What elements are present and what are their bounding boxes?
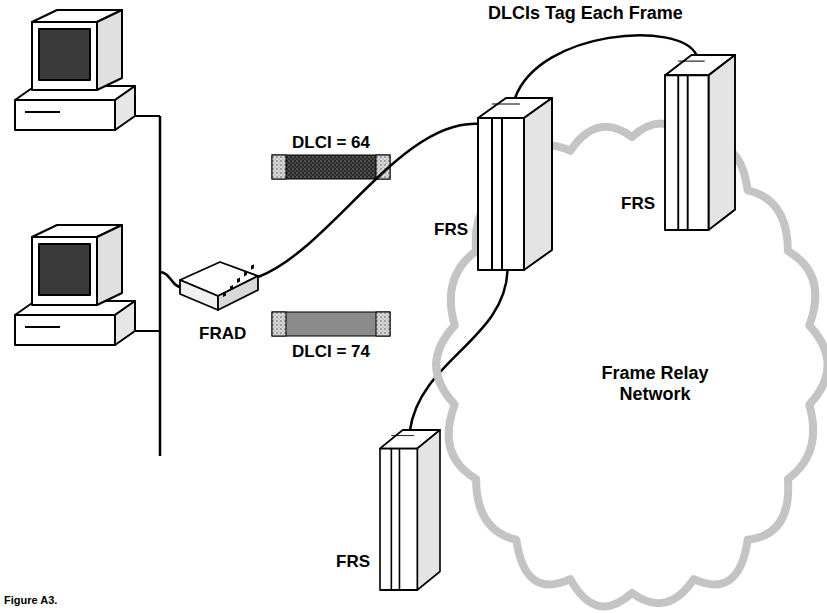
frame-relay-switch [665, 55, 735, 230]
frad-device [180, 262, 258, 312]
figure-caption: Figure A3. [4, 594, 57, 607]
device-label: FRAD [199, 324, 246, 344]
switch-node: FRS [665, 55, 735, 230]
dlci-label: DLCI = 74 [292, 342, 370, 362]
computer-icon [15, 225, 160, 345]
frame-packet [272, 155, 390, 179]
link-line [410, 270, 508, 430]
computer-icon [15, 10, 160, 130]
switch-node: FRS [478, 98, 552, 270]
lan-bus [159, 116, 162, 456]
frame-relay-switch [478, 98, 552, 270]
frame-packet [272, 312, 390, 336]
diagram-title: DLCIs Tag Each Frame [488, 3, 683, 24]
lan-drop-wire [160, 272, 181, 287]
frame-relay-switch [380, 430, 440, 590]
device-label: FRS [434, 220, 468, 240]
switch-node: FRS [380, 430, 440, 590]
region-label: Frame Relay Network [585, 363, 725, 404]
device-label: FRS [621, 194, 655, 214]
frad-node: FRAD [180, 262, 258, 312]
dlci-label: DLCI = 64 [292, 133, 370, 153]
link-line [258, 124, 478, 277]
device-label: FRS [336, 552, 370, 572]
